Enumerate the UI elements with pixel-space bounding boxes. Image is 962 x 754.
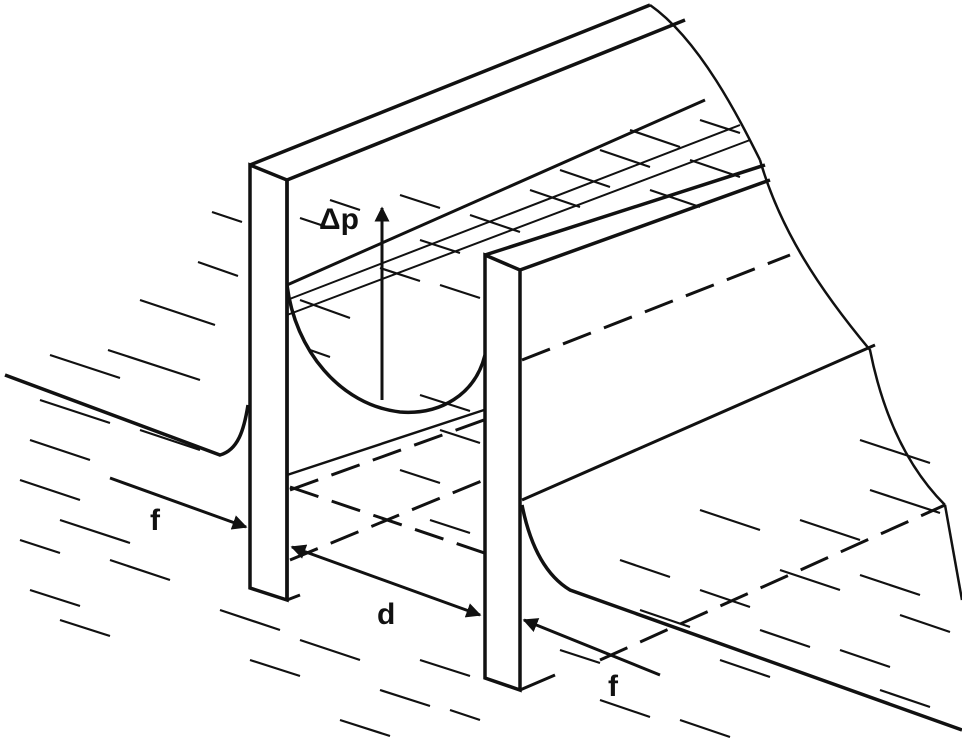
force-label-left: f <box>150 504 160 537</box>
pressure-label: Δp <box>319 203 359 236</box>
separation-label: d <box>377 598 396 631</box>
left-plate <box>248 162 301 603</box>
separation-arrow <box>290 544 482 618</box>
force-arrow-right <box>522 618 661 677</box>
force-label-right: f <box>608 670 618 703</box>
force-arrow-left <box>109 476 248 530</box>
right-plate <box>483 252 556 693</box>
